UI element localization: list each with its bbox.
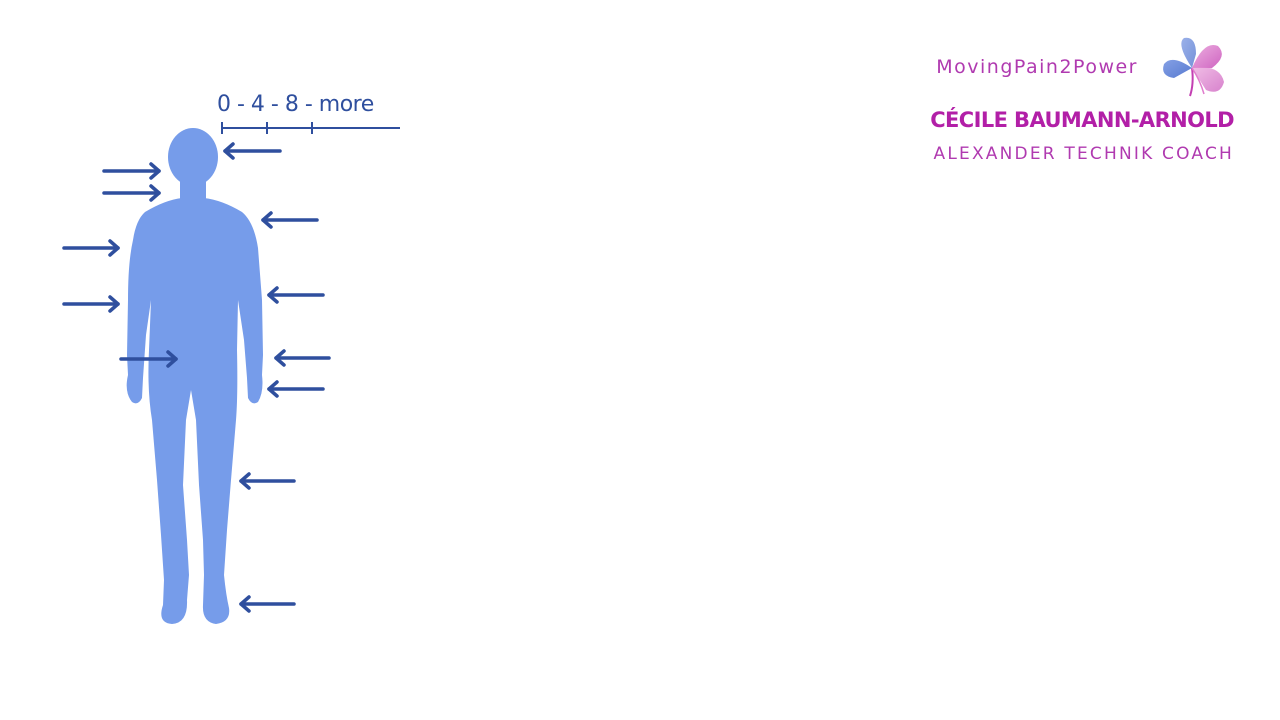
body-silhouette	[126, 128, 264, 624]
neck	[180, 176, 206, 204]
brand-name: CÉCILE BAUMANN-ARNOLD	[930, 108, 1234, 132]
arrow-right-elbow	[267, 286, 325, 304]
pain-scale-label: 0 - 4 - 8 - more	[217, 92, 374, 117]
brand-tagline: MovingPain2Power	[936, 56, 1138, 78]
torso-and-limbs	[126, 198, 264, 624]
brand-block: MovingPain2Power CÉCILE BAUMANN-ARNOLD A…	[890, 30, 1250, 180]
arrow-left-head-2	[102, 184, 161, 202]
arrow-right-knee	[239, 472, 296, 490]
arrow-left-head-1	[102, 162, 161, 180]
arrow-right-head	[223, 142, 282, 160]
pain-scale-bar	[221, 122, 400, 134]
arrow-left-shoulder	[62, 239, 120, 257]
arrow-left-elbow	[62, 295, 120, 313]
pain-arrows	[62, 142, 331, 613]
arrow-left-hip	[119, 350, 178, 368]
arrow-right-wrist	[274, 349, 331, 367]
arrow-right-hand	[267, 380, 325, 398]
brand-subtitle: ALEXANDER TECHNIK COACH	[933, 144, 1234, 164]
fan-swirl-logo-icon	[1163, 37, 1224, 97]
arrow-right-foot	[239, 595, 296, 613]
arrow-right-shoulder	[261, 211, 319, 229]
head	[168, 128, 218, 186]
